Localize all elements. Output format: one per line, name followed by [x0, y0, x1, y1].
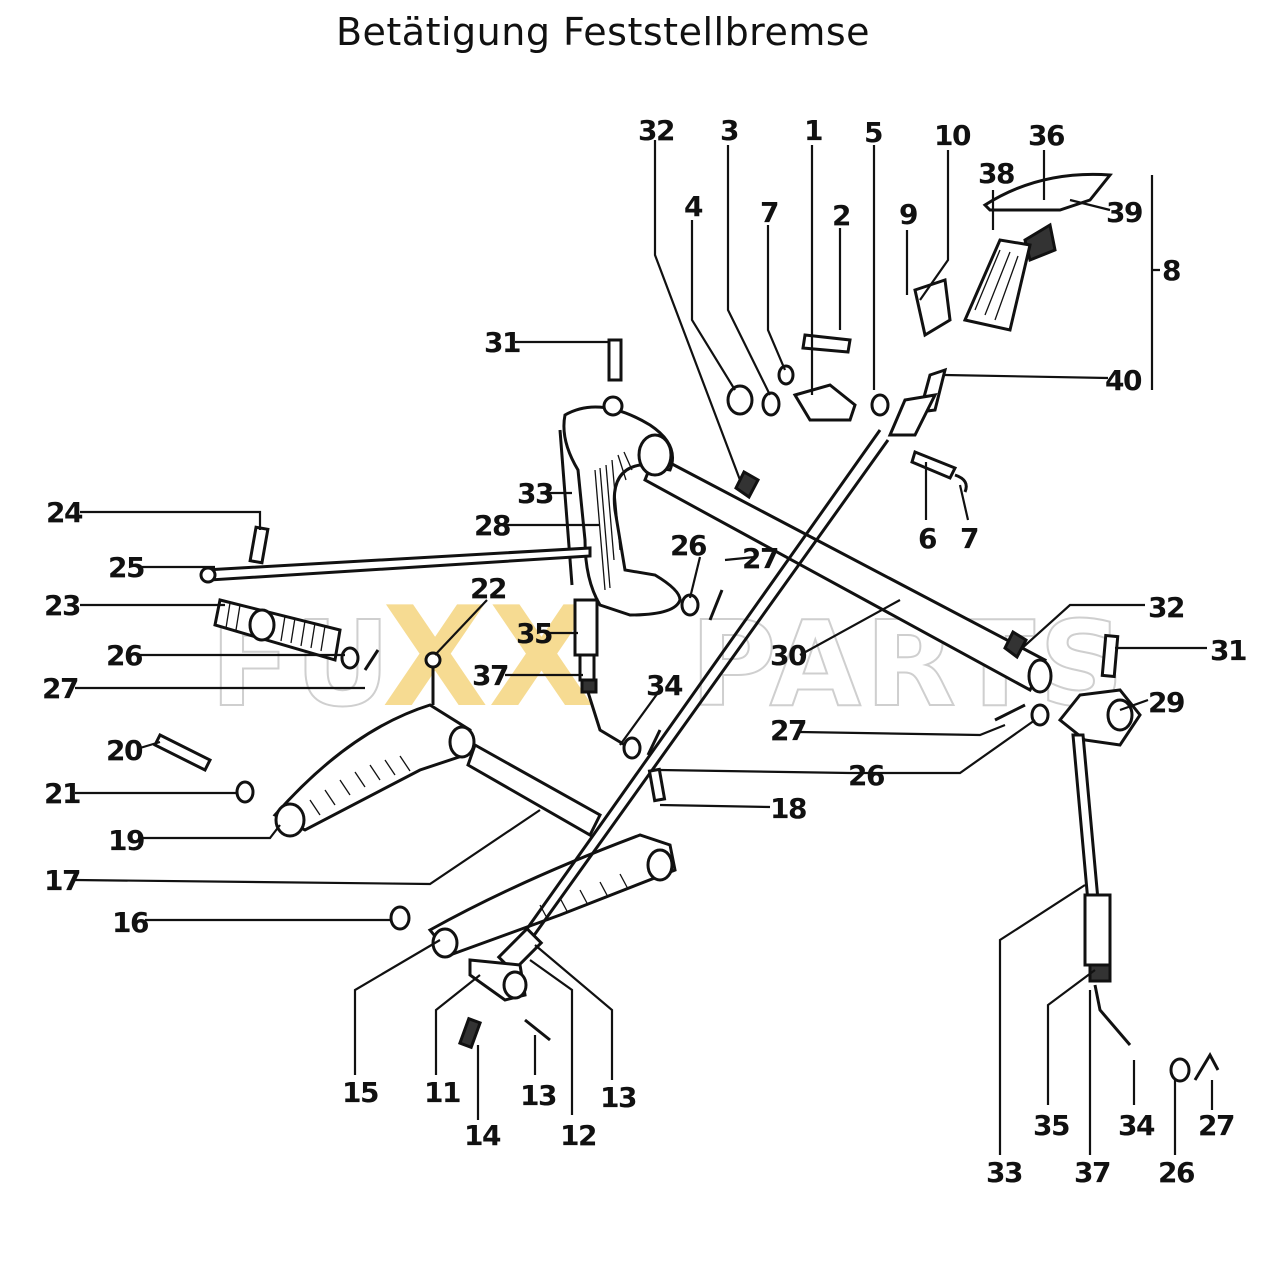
callout-31-right: 31 — [1210, 634, 1246, 667]
callout-6: 6 — [918, 522, 936, 555]
callout-2: 2 — [832, 199, 850, 232]
hand-lever — [558, 395, 682, 617]
callout-22: 22 — [470, 572, 506, 605]
lower-shaft — [466, 742, 602, 838]
clevis-eye — [502, 970, 528, 1000]
lower-arm — [427, 833, 677, 959]
callout-9: 9 — [899, 198, 917, 231]
washer-7 — [777, 364, 795, 386]
callout-17: 17 — [44, 864, 80, 897]
callout-4: 4 — [684, 190, 703, 223]
bolt — [152, 732, 213, 773]
callout-20: 20 — [106, 734, 143, 767]
leader-lines — [74, 140, 1214, 1155]
callout-37-left: 37 — [472, 659, 508, 692]
callout-13-right: 13 — [600, 1081, 636, 1114]
callout-39: 39 — [1106, 196, 1142, 229]
callout-16: 16 — [112, 906, 148, 939]
cotter-27 — [646, 729, 662, 756]
washer — [340, 646, 360, 670]
lower-lever — [272, 703, 476, 838]
circlip — [389, 905, 411, 931]
nut — [726, 384, 754, 416]
rod-eye — [199, 566, 217, 584]
washer-26-right — [1030, 703, 1050, 727]
callout-3: 3 — [720, 114, 738, 147]
callout-32-right: 32 — [1148, 591, 1184, 624]
callout-26-left: 26 — [106, 639, 142, 672]
pin-31-right — [1100, 633, 1120, 679]
callout-1: 1 — [804, 114, 822, 147]
callout-15: 15 — [342, 1076, 378, 1109]
callout-labels: 32 3 1 5 10 36 4 7 2 9 38 39 8 31 40 6 7… — [42, 114, 1247, 1189]
callout-36: 36 — [1028, 119, 1064, 152]
callout-34-left: 34 — [646, 669, 683, 702]
pin — [248, 525, 270, 565]
cotter-27-bottom — [1193, 1051, 1220, 1081]
washer-26-bottom — [1169, 1057, 1191, 1083]
callout-33-bottom: 33 — [986, 1156, 1022, 1189]
control-rod-edge — [510, 429, 882, 951]
cotter-pin — [363, 649, 380, 671]
group-bracket — [1150, 175, 1160, 390]
callout-11: 11 — [424, 1076, 460, 1109]
callout-37-right: 37 — [1074, 1156, 1110, 1189]
callout-35-right: 35 — [1033, 1109, 1069, 1142]
callout-29: 29 — [1148, 686, 1184, 719]
callout-27-left: 27 — [42, 672, 78, 705]
cotter-27-right — [994, 703, 1026, 722]
ring-5 — [870, 393, 890, 417]
pin-13 — [524, 1018, 551, 1042]
control-rod — [518, 439, 890, 956]
callout-26-right: 26 — [848, 759, 884, 792]
callout-30: 30 — [770, 639, 807, 672]
tension-spring — [213, 598, 342, 662]
callout-19: 19 — [108, 824, 144, 857]
callout-18: 18 — [770, 792, 806, 825]
callout-27-right: 27 — [770, 714, 806, 747]
callout-10: 10 — [934, 119, 971, 152]
callout-14: 14 — [464, 1119, 501, 1152]
callout-27-mid: 27 — [742, 542, 778, 575]
callout-5: 5 — [864, 116, 882, 149]
right-lever — [1057, 688, 1142, 1046]
lock-washer — [235, 780, 255, 804]
callout-12: 12 — [560, 1119, 596, 1152]
callout-26-bottom: 26 — [1158, 1156, 1194, 1189]
pin-14 — [457, 1016, 483, 1050]
ratchet-pawl — [913, 277, 952, 338]
washer-26-left — [622, 736, 642, 760]
callout-21: 21 — [44, 777, 80, 810]
callout-34-right: 34 — [1118, 1109, 1155, 1142]
callout-38: 38 — [978, 157, 1014, 190]
callout-33-top: 33 — [517, 477, 553, 510]
callout-26-mid: 26 — [670, 529, 706, 562]
pin-18 — [647, 767, 667, 803]
pin-6 — [910, 449, 958, 480]
cotter-27-mid — [708, 589, 724, 621]
clamp-block — [792, 383, 857, 422]
callout-7-right: 7 — [960, 522, 978, 555]
callout-8: 8 — [1162, 254, 1180, 287]
callout-13-left: 13 — [520, 1079, 556, 1112]
bolt-2 — [801, 333, 852, 354]
adjuster-left — [573, 598, 626, 747]
callout-25: 25 — [108, 551, 144, 584]
page-title: Betätigung Feststellbremse — [335, 10, 871, 54]
callout-31-top: 31 — [484, 326, 520, 359]
callout-28: 28 — [474, 509, 510, 542]
toothed-washer — [761, 391, 781, 417]
callout-24: 24 — [46, 496, 83, 529]
callout-23: 23 — [44, 589, 80, 622]
callout-40: 40 — [1105, 364, 1142, 397]
callout-35-left: 35 — [516, 617, 552, 650]
clip-7 — [954, 473, 968, 493]
callout-32-top: 32 — [638, 114, 674, 147]
callout-27-bottom: 27 — [1198, 1109, 1234, 1142]
callout-7-top: 7 — [760, 196, 778, 229]
pin-31 — [607, 338, 623, 382]
grease-nipple — [424, 651, 442, 669]
